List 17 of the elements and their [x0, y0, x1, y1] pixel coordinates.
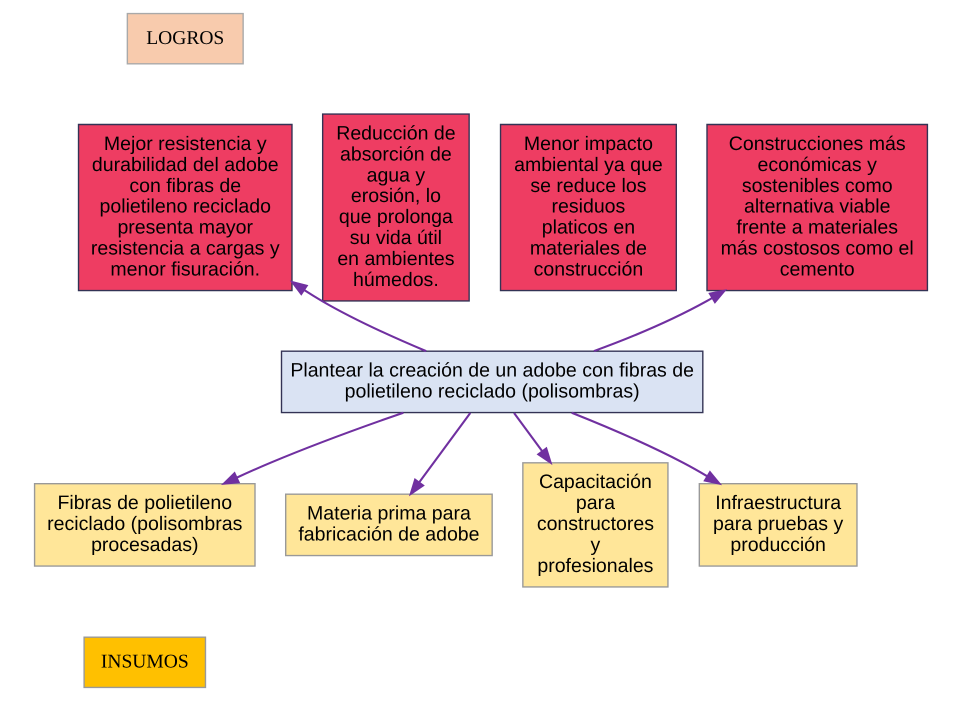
arrow [571, 412, 722, 486]
node-box: LOGROS [126, 12, 244, 65]
node-box: Mejor resistencia y durabilidad del adobe con fibras de polietileno reciclado presenta mayor resistencia a cargas y menor fisuración. [78, 124, 293, 292]
node-box: Infraestructura para pruebas y producción [698, 483, 858, 567]
arrow [290, 280, 427, 352]
node-box: Reducción de absorción de agua y erosión, lo que prolonga su vida útil en ambientes húmedos. [322, 113, 470, 302]
node-box: Construcciones más económicas y sostenibles como alternativa viable frente a materiales más costosos como el cemento [706, 124, 928, 292]
node-box: Menor impacto ambiental ya que se reduce los residuos platicos en materiales de construcción [500, 124, 677, 292]
node-box: Materia prima para fabricación de adobe [285, 494, 493, 556]
node-box: INSUMOS [83, 636, 206, 688]
node-box: Plantear la creación de un adobe con fibras de polietileno reciclado (polisombras) [280, 350, 704, 414]
arrow [221, 412, 404, 486]
node-box: Capacitación para constructores y profesionales [522, 462, 669, 588]
arrow [513, 412, 552, 466]
node-box: Fibras de polietileno reciclado (polisombras procesadas) [34, 483, 256, 567]
arrow [408, 412, 472, 496]
arrow [594, 289, 728, 352]
